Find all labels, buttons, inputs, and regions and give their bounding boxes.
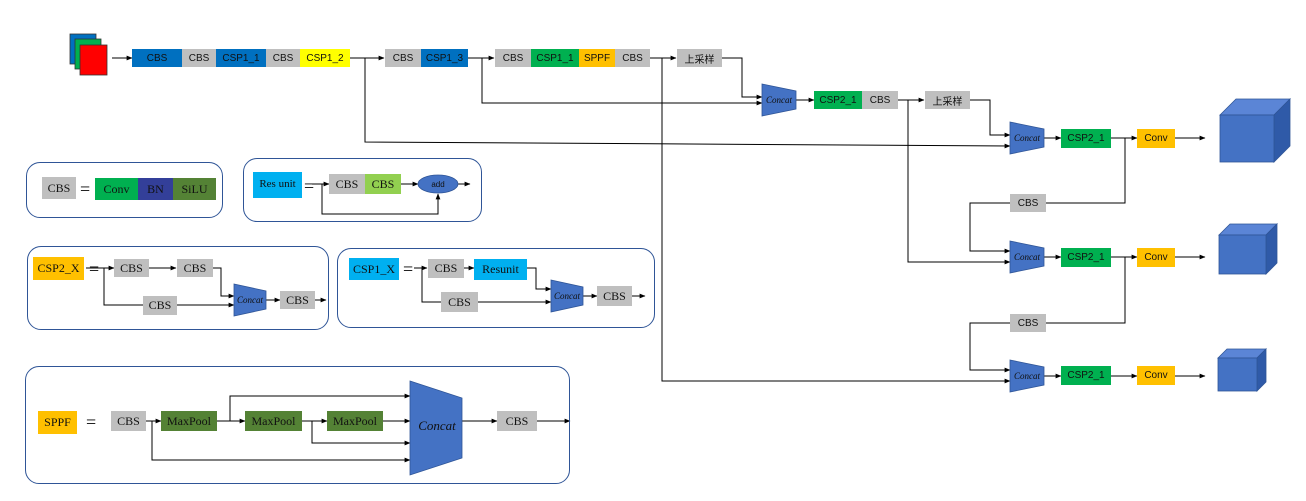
- upsample-2: 上采样: [925, 91, 970, 109]
- head1-csp2-1: CSP2_1: [1061, 129, 1111, 148]
- csp1-concat-shape: [550, 279, 584, 313]
- head2-csp2-1: CSP2_1: [1061, 248, 1111, 267]
- main-cbs-2: CBS: [182, 49, 216, 67]
- output-cube-medium-icon: [1218, 223, 1278, 275]
- legend-sppf-equals: =: [86, 412, 97, 432]
- legend-bn: BN: [138, 178, 173, 200]
- concat-shape-1: [761, 83, 797, 117]
- main-csp1-3: CSP1_3: [421, 49, 468, 67]
- concat-shape-4: [1009, 359, 1045, 393]
- legend-csp1-cbs-3: CBS: [597, 286, 632, 306]
- legend-csp1-cbs-1: CBS: [428, 259, 464, 278]
- main-cbs-6: CBS: [615, 49, 650, 67]
- legend-csp1-lhs: CSP1_X: [349, 258, 399, 280]
- legend-csp2-cbs-1: CBS: [114, 259, 149, 277]
- legend-sppf-cbs-2: CBS: [497, 411, 537, 431]
- legend-res-equals: =: [304, 176, 315, 196]
- concat-label-3: Concat: [1014, 252, 1040, 262]
- concat-label-1: Concat: [766, 95, 792, 105]
- legend-res-cbs-1: CBS: [329, 174, 365, 194]
- main-cbs-5: CBS: [495, 49, 531, 67]
- head2-conv: Conv: [1137, 248, 1175, 267]
- legend-res-panel: [243, 158, 482, 222]
- output-cube-large-icon: [1219, 98, 1291, 163]
- legend-conv: Conv: [95, 178, 138, 200]
- legend-sppf-panel: [25, 366, 570, 484]
- legend-cbs-panel: [26, 162, 223, 218]
- legend-res-cbs-2: CBS: [365, 174, 401, 194]
- concat-shape-2: [1009, 121, 1045, 155]
- legend-csp2-equals: =: [89, 259, 100, 279]
- sppf-concat-shape: [409, 380, 463, 476]
- legend-csp2-lhs: CSP2_X: [33, 257, 84, 280]
- add-node: [417, 174, 459, 194]
- legend-sppf-maxpool-3: MaxPool: [327, 411, 383, 431]
- main-cbs-1: CBS: [132, 49, 182, 67]
- concat-shape-3: [1009, 240, 1045, 274]
- legend-csp1-equals: =: [403, 259, 414, 279]
- legend-cbs-lhs: CBS: [42, 177, 76, 199]
- add-label: add: [431, 180, 444, 189]
- concat-label-4: Concat: [1014, 371, 1040, 381]
- main-csp1-1: CSP1_1: [216, 49, 266, 67]
- main-csp1-2: CSP1_2: [300, 49, 350, 67]
- legend-sppf-cbs-1: CBS: [111, 411, 146, 431]
- head1-feedback-cbs: CBS: [1010, 194, 1046, 212]
- concat-label-2: Concat: [1014, 133, 1040, 143]
- legend-res-lhs: Res unit: [253, 172, 302, 198]
- legend-cbs-equals: =: [80, 179, 91, 199]
- head2-feedback-cbs: CBS: [1010, 314, 1046, 332]
- legend-csp2-panel: [27, 246, 329, 330]
- csp2-concat-label: Concat: [237, 295, 263, 305]
- legend-csp2-cbs-4: CBS: [280, 291, 315, 309]
- legend-csp2-cbs-2: CBS: [177, 259, 213, 277]
- legend-csp1-resunit: Resunit: [474, 259, 527, 280]
- main-cbs-3: CBS: [266, 49, 300, 67]
- head3-conv: Conv: [1137, 366, 1175, 385]
- main-csp1-1b: CSP1_1: [531, 49, 579, 67]
- legend-sppf-maxpool-2: MaxPool: [245, 411, 302, 431]
- upsample-1: 上采样: [677, 49, 722, 67]
- neck-cbs-1: CBS: [862, 91, 898, 109]
- main-sppf: SPPF: [579, 49, 615, 67]
- head3-csp2-1: CSP2_1: [1061, 366, 1111, 385]
- input-image-icon: [69, 33, 108, 76]
- main-cbs-4: CBS: [385, 49, 421, 67]
- sppf-concat-label: Concat: [418, 418, 456, 433]
- legend-sppf-lhs: SPPF: [38, 411, 77, 434]
- legend-csp1-cbs-2: CBS: [441, 292, 478, 312]
- output-cube-small-icon: [1217, 348, 1267, 392]
- head1-conv: Conv: [1137, 129, 1175, 148]
- legend-sppf-maxpool-1: MaxPool: [161, 411, 217, 431]
- legend-csp2-cbs-3: CBS: [143, 296, 177, 315]
- neck-csp2-1: CSP2_1: [814, 91, 862, 109]
- csp1-concat-label: Concat: [554, 291, 580, 301]
- legend-csp1-panel: [337, 248, 655, 328]
- legend-silu: SiLU: [173, 178, 216, 200]
- csp2-concat-shape: [233, 283, 267, 317]
